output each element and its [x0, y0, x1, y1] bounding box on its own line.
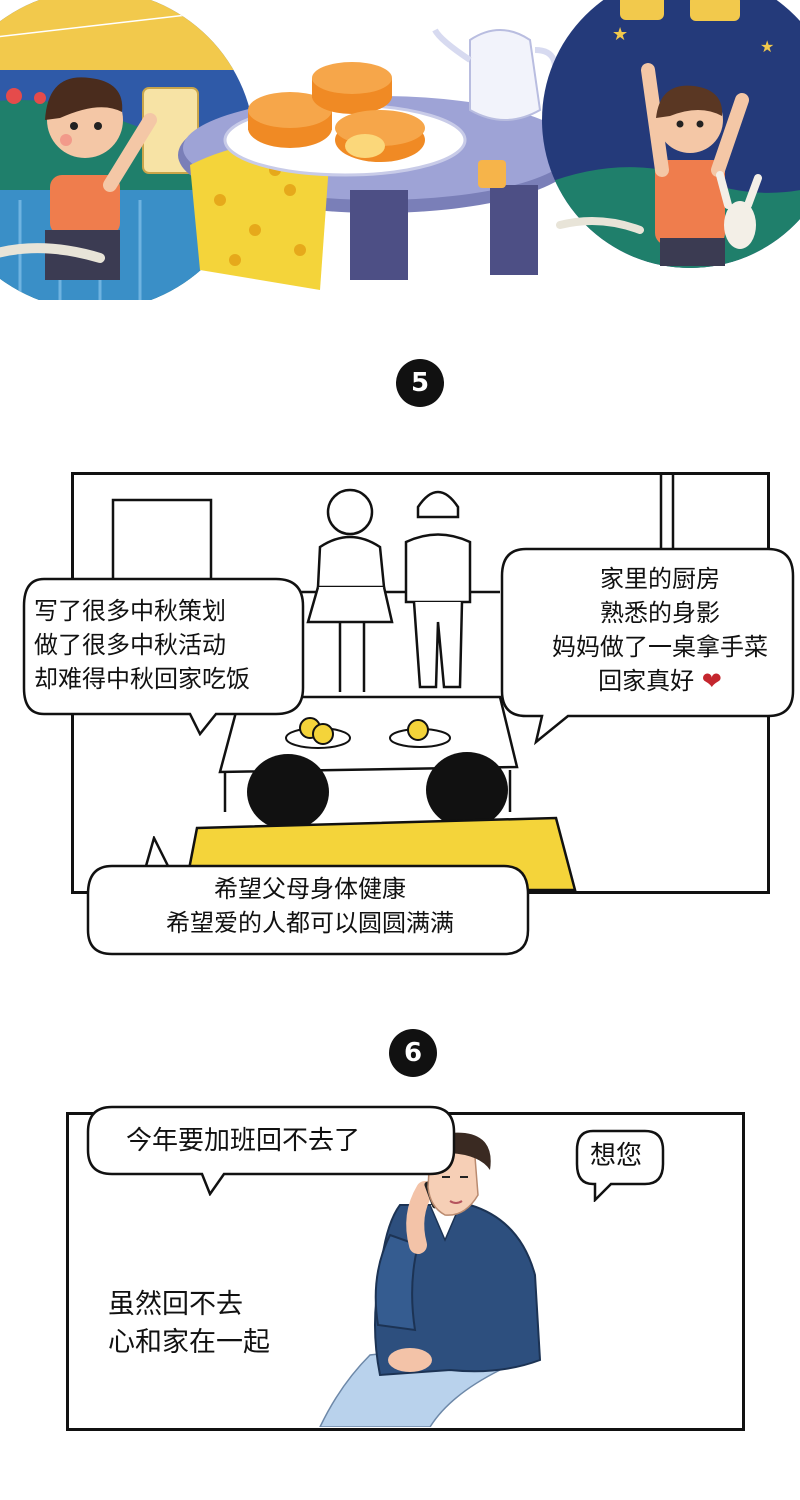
speech-bubble-miss-you — [575, 1129, 665, 1202]
bubble-line: 回家真好 ❤ — [530, 664, 790, 698]
bubble-bottom-text: 希望父母身体健康 希望爱的人都可以圆圆满满 — [110, 872, 510, 940]
bubble-line: 希望父母身体健康 — [214, 875, 406, 903]
bubble-line: 家里的厨房 — [600, 565, 720, 593]
bubble-line: 写了很多中秋策划 — [34, 597, 226, 625]
speech-bubble-right — [500, 547, 795, 746]
bubble-line-text: 回家真好 — [598, 667, 695, 695]
bubble-left-text: 写了很多中秋策划 做了很多中秋活动 却难得中秋回家吃饭 — [34, 594, 250, 696]
man-on-phone-illustration — [319, 1132, 542, 1427]
bubble-line: 却难得中秋回家吃饭 — [34, 665, 250, 693]
speech-bubble-left — [22, 577, 305, 736]
bubble-line: 熟悉的身影 — [600, 599, 720, 627]
scene-number-badge: 5 — [396, 359, 444, 407]
heart-icon: ❤ — [694, 667, 722, 695]
caption-line: 心和家在一起 — [108, 1327, 270, 1358]
bubble-miss-you-text: 想您 — [590, 1141, 643, 1171]
right-boy-scene: ★ ★ — [542, 0, 800, 268]
bubble-right-text: 家里的厨房 熟悉的身影 妈妈做了一桌拿手菜 回家真好 ❤ — [530, 562, 790, 698]
scene6-caption: 虽然回不去 心和家在一起 — [108, 1286, 270, 1362]
svg-text:★: ★ — [760, 37, 774, 56]
bubble-line: 妈妈做了一桌拿手菜 — [552, 633, 768, 661]
svg-text:★: ★ — [612, 24, 628, 45]
mother-figure — [306, 488, 394, 692]
mid-autumn-header-illustration: ★ ★ — [0, 0, 800, 300]
caption-line: 虽然回不去 — [108, 1289, 243, 1320]
speech-bubble-bottom — [86, 836, 530, 956]
speech-bubble-overtime — [86, 1105, 456, 1196]
mooncake-table — [178, 28, 578, 290]
scene-number-badge: 6 — [389, 1029, 437, 1077]
father-figure — [404, 490, 472, 689]
bubble-overtime-text: 今年要加班回不去了 — [126, 1126, 361, 1156]
bubble-line: 希望爱的人都可以圆圆满满 — [166, 909, 454, 937]
bubble-line: 做了很多中秋活动 — [34, 631, 226, 659]
